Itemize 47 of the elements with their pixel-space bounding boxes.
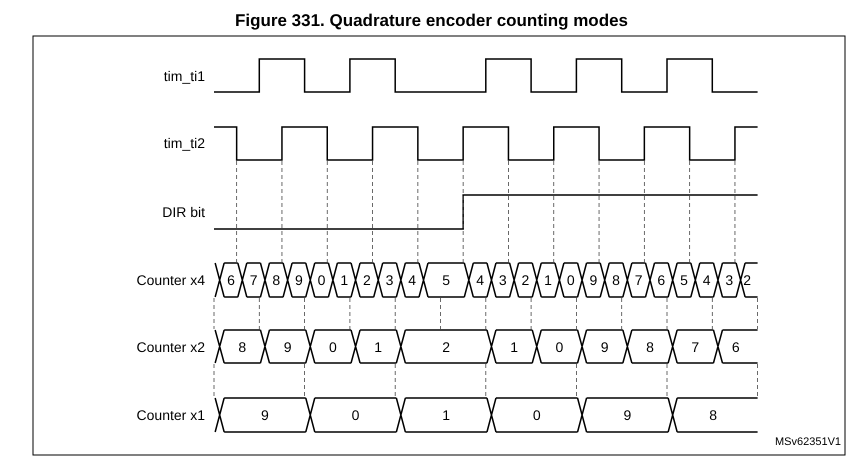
bus-value: 7 xyxy=(691,339,700,355)
bus-value: 1 xyxy=(374,339,382,355)
bus-value: 0 xyxy=(532,407,541,423)
bus-value: 0 xyxy=(352,407,360,423)
bus-value: 9 xyxy=(284,339,292,355)
signal-label: Counter x2 xyxy=(136,339,205,355)
bus-value: 4 xyxy=(476,272,484,288)
bus-value: 0 xyxy=(566,272,575,288)
bus-value: 2 xyxy=(522,272,530,288)
bus-value: 1 xyxy=(340,272,348,288)
bus-value: 6 xyxy=(732,339,740,355)
bus-value: 5 xyxy=(442,272,450,288)
bus-value: 7 xyxy=(250,272,258,288)
bus-value: 0 xyxy=(556,339,564,355)
signal-label: tim_ti2 xyxy=(164,135,205,151)
signal-label: tim_ti1 xyxy=(164,68,205,84)
figure-title: Figure 331. Quadrature encoder counting modes xyxy=(234,11,629,31)
bus-value: 0 xyxy=(329,339,337,355)
bus-value: 0 xyxy=(318,272,326,288)
signal-label: Counter x4 xyxy=(136,272,205,288)
bus-value: 3 xyxy=(498,272,507,288)
bus-value: 8 xyxy=(612,272,620,288)
bus-value: 5 xyxy=(680,272,688,288)
bus-value: 4 xyxy=(408,272,416,288)
bus-value: 8 xyxy=(238,339,246,355)
bus-value: 9 xyxy=(261,407,269,423)
bus-value: 1 xyxy=(442,407,450,423)
bus-value: 6 xyxy=(657,272,666,288)
bus-value: 1 xyxy=(510,339,518,355)
bus-value: 2 xyxy=(362,272,371,288)
bus-value: 9 xyxy=(589,272,598,288)
signal-label: DIR bit xyxy=(162,204,205,220)
bus-value: 7 xyxy=(634,272,643,288)
bus-value: 8 xyxy=(709,407,718,423)
bus-value: 1 xyxy=(544,272,552,288)
bus-value: 2 xyxy=(743,272,751,288)
bus-value: 9 xyxy=(295,272,303,288)
bus-value: 8 xyxy=(272,272,280,288)
bus-value: 6 xyxy=(227,272,235,288)
bus-value: 4 xyxy=(702,272,711,288)
bus-value: 8 xyxy=(646,339,654,355)
bus-value: 3 xyxy=(725,272,734,288)
bus-value: 9 xyxy=(623,407,632,423)
bus-value: 3 xyxy=(386,272,394,288)
bus-value: 9 xyxy=(600,339,609,355)
signal-label: Counter x1 xyxy=(136,407,205,423)
bus-value: 2 xyxy=(442,339,450,355)
